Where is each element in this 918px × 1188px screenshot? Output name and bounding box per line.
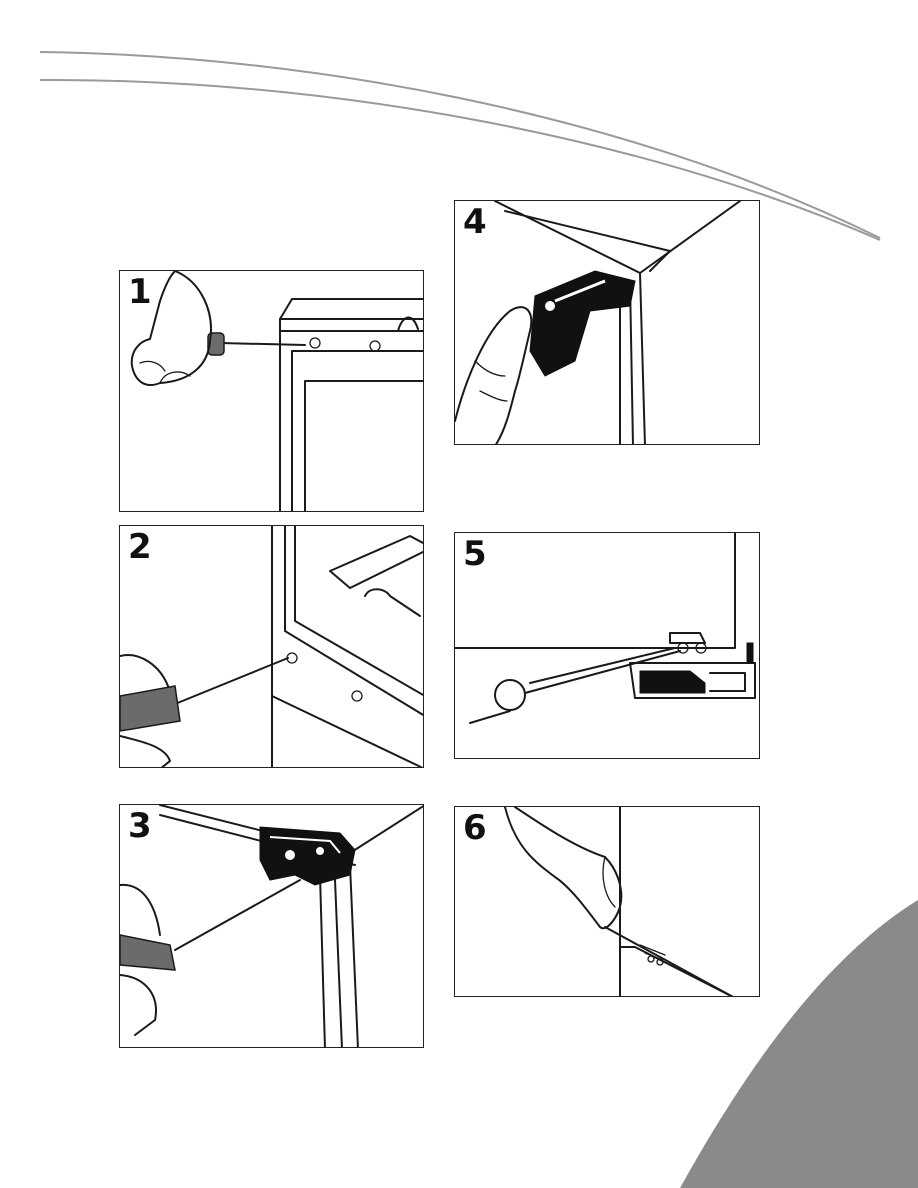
step-3-panel: 3 xyxy=(119,804,424,1048)
step-4-number: 4 xyxy=(463,205,487,239)
lift-hinge-bracket-icon xyxy=(455,201,760,445)
step-1-panel: 1 xyxy=(119,270,424,512)
unscrew-bottom-hinge-icon xyxy=(455,533,760,759)
step-6-number: 6 xyxy=(463,811,487,845)
step-3-number: 3 xyxy=(128,809,152,843)
remove-top-hinge-icon xyxy=(120,805,424,1048)
step-2-panel: 2 xyxy=(119,525,424,768)
step-5-number: 5 xyxy=(463,537,487,571)
step-1-number: 1 xyxy=(128,275,152,309)
step-2-number: 2 xyxy=(128,530,152,564)
unscrew-hinge-cover-icon xyxy=(120,271,424,512)
unscrew-side-panel-icon xyxy=(120,526,424,768)
step-4-panel: 4 xyxy=(454,200,760,445)
step-6-panel: 6 xyxy=(454,806,760,997)
step-5-panel: 5 xyxy=(454,532,760,759)
remove-door-icon xyxy=(455,807,760,997)
